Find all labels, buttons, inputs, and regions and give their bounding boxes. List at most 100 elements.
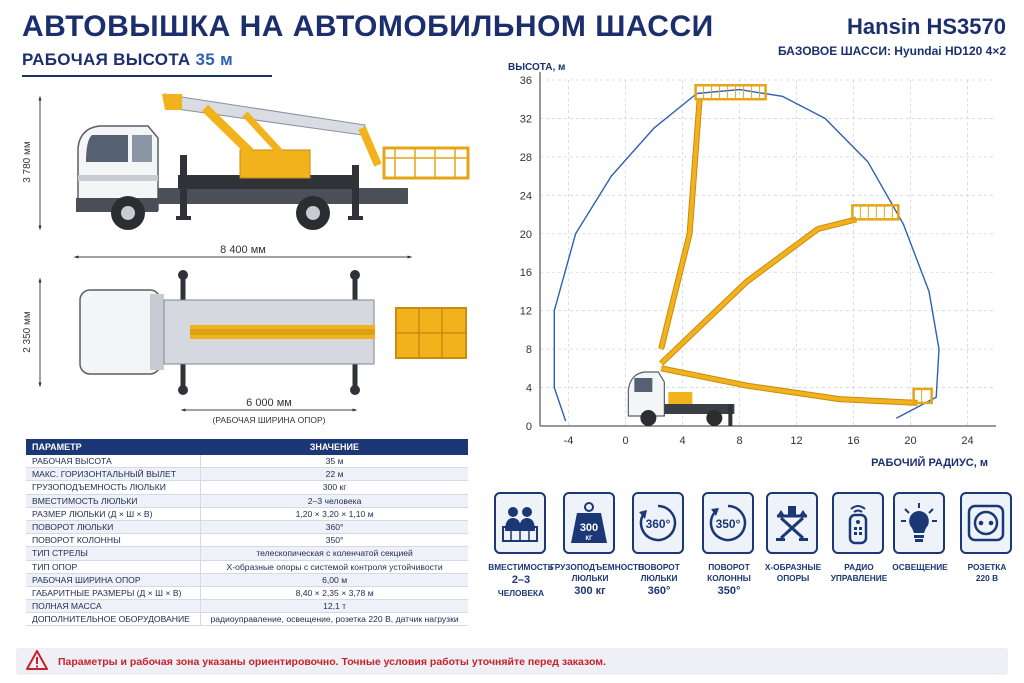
feature-label-line: ОСВЕЩЕНИЕ (892, 562, 948, 572)
page-subtitle: РАБОЧАЯ ВЫСОТА 35 м (22, 50, 233, 70)
feature-label: ОСВЕЩЕНИЕ (880, 562, 960, 573)
feature-label-line: 220 В (975, 573, 999, 584)
y-tick-label: 28 (520, 152, 532, 164)
value-cell: Х-образные опоры с системой контроля уст… (200, 560, 468, 574)
value-cell: 8,40 × 2,35 × 3,78 м (200, 586, 468, 601)
basket (694, 83, 767, 101)
feature-card: ОСВЕЩЕНИЕ (892, 492, 948, 573)
parameter-cell: РАЗМЕР ЛЮЛЬКИ (Д × Ш × В) (26, 507, 201, 521)
rotate-360-badge: 360° (646, 517, 671, 531)
table-header-row: ПАРАМЕТР ЗНАЧЕНИЕ (26, 439, 468, 455)
y-tick-label: 4 (526, 383, 532, 395)
parameter-cell: ДОПОЛНИТЕЛЬНОЕ ОБОРУДОВАНИЕ (26, 612, 201, 627)
parameter-cell: ТИП СТРЕЛЫ (26, 546, 201, 561)
parameter-cell: ПОВОРОТ КОЛОННЫ (26, 533, 201, 548)
people-icon (494, 492, 546, 554)
value-cell: 350° (200, 533, 468, 548)
subtitle-prefix: РАБОЧАЯ ВЫСОТА (22, 50, 191, 69)
mini-outrigger (728, 404, 733, 426)
value-cell: 35 м (200, 455, 468, 469)
feature-label-line: ГРУЗОПОДЪЕМНОСТЬ (550, 562, 644, 572)
parameter-cell: ПОВОРОТ ЛЮЛЬКИ (26, 520, 201, 535)
feature-label-line: 360° (647, 585, 671, 598)
subtitle-value: 35 м (195, 50, 233, 69)
boom (659, 99, 702, 350)
x-tick-label: -4 (564, 435, 574, 447)
x-tick-label: 12 (790, 435, 802, 447)
mini-window (634, 378, 653, 392)
y-tick-label: 12 (520, 306, 532, 318)
value-cell: 22 м (200, 467, 468, 482)
truck-drawings: 3 780 мм 8 400 мм (22, 93, 470, 425)
warning-icon (26, 650, 48, 670)
feature-label-line: 350° (717, 585, 741, 598)
truck-side-view: 3 780 мм 8 400 мм (22, 93, 470, 259)
feature-label-line: ВМЕСТИМОСТЬ (488, 562, 554, 572)
parameter-cell: МАКС. ГОРИЗОНТАЛЬНЫЙ ВЫЛЕТ (26, 467, 201, 482)
rotate-350-icon: 350° (702, 492, 754, 554)
value-cell: 12,1 т (200, 599, 468, 614)
x-tick-label: 16 (847, 435, 859, 447)
x-tick-label: 4 (679, 435, 685, 447)
chart-grid (540, 79, 996, 427)
parameter-cell: ТИП ОПОР (26, 560, 201, 574)
outrigger-span-dimension: 6 000 мм (246, 397, 292, 409)
outrigger-span-note: (РАБОЧАЯ ШИРИНА ОПОР) (212, 415, 325, 425)
value-cell: 2–3 человека (200, 494, 468, 508)
rotate-360-icon: 360° (632, 492, 684, 554)
y-tick-label: 24 (520, 190, 532, 202)
model-name: Hansin HS3570 (847, 14, 1006, 39)
boom-shadow (658, 98, 703, 350)
notice-bar (16, 648, 1008, 675)
chart-truck (627, 371, 735, 426)
mini-wheel (640, 410, 657, 426)
feature-label-line: КОЛОННЫ (707, 573, 751, 584)
y-tick-label: 8 (526, 344, 532, 356)
socket-icon (960, 492, 1012, 554)
value-cell: 360° (200, 520, 468, 535)
table-row: ГАБАРИТНЫЕ РАЗМЕРЫ (Д × Ш × В)8,40 × 2,3… (26, 586, 468, 601)
chart-ylabel: ВЫСОТА, м (508, 62, 565, 73)
height-dimension: 3 780 мм (22, 141, 33, 183)
boom (660, 366, 918, 405)
length-dimension: 8 400 мм (220, 244, 266, 256)
weight-badge: 300 (580, 522, 598, 534)
parameter-cell: РАБОЧАЯ ШИРИНА ОПОР (26, 573, 201, 587)
parameter-cell: ПОЛНАЯ МАССА (26, 599, 201, 614)
value-cell: 6,00 м (200, 573, 468, 587)
value-cell: телескопическая с коленчатой секцией (200, 546, 468, 561)
basket (851, 204, 900, 221)
rotate-350-badge: 350° (716, 517, 741, 531)
feature-label-line: РАДИО (844, 562, 874, 572)
table-row: РАЗМЕР ЛЮЛЬКИ (Д × Ш × В)1,20 × 3,20 × 1… (26, 507, 468, 521)
lightbulb-icon (893, 492, 945, 554)
notice-text: Параметры и рабочая зона указаны ориенти… (58, 656, 606, 668)
feature-label-line: Х-ОБРАЗНЫЕ (764, 562, 822, 572)
y-tick-label: 32 (520, 113, 532, 125)
mini-wheel (706, 410, 723, 426)
chart-xlabel: РАБОЧИЙ РАДИУС, м (871, 456, 988, 469)
feature-label-line: ПОВОРОТ (638, 562, 680, 572)
value-cell: 1,20 × 3,20 × 1,10 м (200, 507, 468, 521)
